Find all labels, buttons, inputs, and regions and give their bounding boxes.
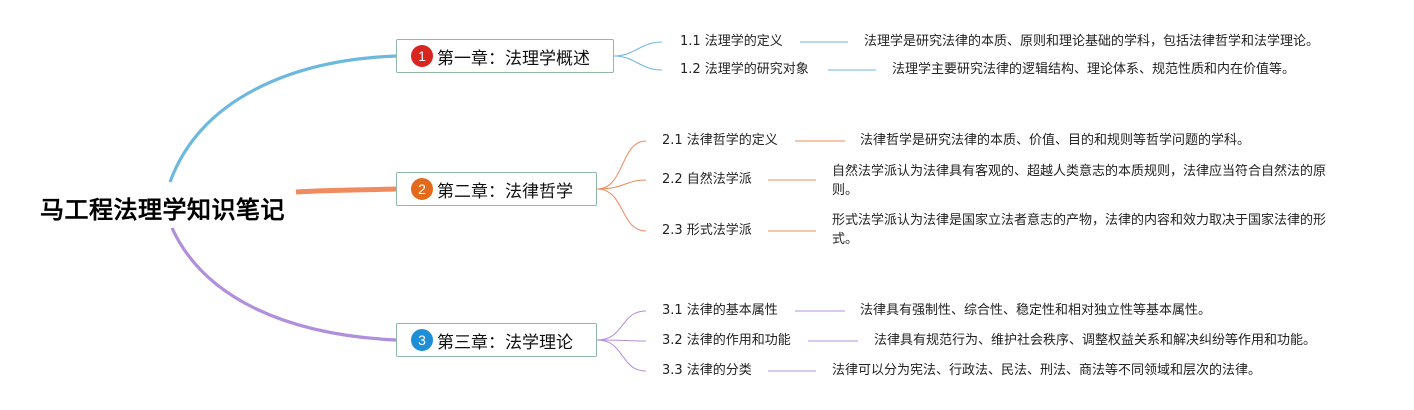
branch-root-chapter-3 <box>170 227 397 342</box>
branch-root-chapter-1 <box>168 54 397 183</box>
chapter-1-node[interactable]: 1 第一章：法理学概述 <box>396 39 614 73</box>
section-3-2[interactable]: 3.2 法律的作用和功能 <box>662 333 791 348</box>
chapter-1-title: 第一章：法理学概述 <box>437 48 590 69</box>
chapter-3-title: 第三章：法学理论 <box>437 332 573 353</box>
section-1-1-description: 法理学是研究法律的本质、原则和理论基础的学科，包括法律哲学和法学理论。 <box>864 34 1320 49</box>
chapter-2-node[interactable]: 2 第二章：法律哲学 <box>396 172 597 206</box>
fan-chapter-2-section-3 <box>596 188 647 232</box>
fan-chapter-3-section-1 <box>596 310 647 341</box>
section-2-2-description: 自然法学派认为法律具有客观的、超越人类意志的本质规则，法律应当符合自然法的原则。 <box>832 164 1327 198</box>
section-2-1-description: 法律哲学是研究法律的本质、价值、目的和规则等哲学问题的学科。 <box>860 133 1251 148</box>
root-topic[interactable]: 马工程法理学知识笔记 <box>40 196 285 224</box>
chapter-2-title: 第二章：法律哲学 <box>437 181 573 202</box>
section-1-1[interactable]: 1.1 法理学的定义 <box>680 34 783 49</box>
fan-chapter-2-section-1 <box>596 140 647 190</box>
fan-chapter-1-section-1 <box>613 41 663 57</box>
section-3-1[interactable]: 3.1 法律的基本属性 <box>662 303 778 318</box>
section-1-2-description: 法理学主要研究法律的逻辑结构、理论体系、规范性质和内在价值等。 <box>892 62 1296 77</box>
fan-chapter-2-section-2 <box>596 179 647 190</box>
section-2-1[interactable]: 2.1 法律哲学的定义 <box>662 133 778 148</box>
fan-chapter-1-section-2 <box>613 55 663 71</box>
section-3-2-description: 法律具有规范行为、维护社会秩序、调整权益关系和解决纠纷等作用和功能。 <box>874 333 1317 348</box>
number-3-icon: 3 <box>411 329 433 351</box>
branch-root-chapter-2 <box>295 186 397 195</box>
chapter-3-node[interactable]: 3 第三章：法学理论 <box>396 323 597 357</box>
section-2-3[interactable]: 2.3 形式法学派 <box>662 223 752 238</box>
fan-chapter-3-section-3 <box>596 339 647 372</box>
section-2-3-description: 形式法学派认为法律是国家立法者意志的产物，法律的内容和效力取决于国家法律的形式。 <box>832 213 1327 247</box>
number-2-icon: 2 <box>411 178 433 200</box>
section-3-3[interactable]: 3.3 法律的分类 <box>662 363 752 378</box>
number-1-icon: 1 <box>411 45 433 67</box>
fan-chapter-3-section-2 <box>596 339 647 342</box>
section-2-2[interactable]: 2.2 自然法学派 <box>662 172 752 187</box>
section-3-1-description: 法律具有强制性、综合性、稳定性和相对独立性等基本属性。 <box>860 303 1212 318</box>
section-3-3-description: 法律可以分为宪法、行政法、民法、刑法、商法等不同领域和层次的法律。 <box>832 363 1262 378</box>
section-1-2[interactable]: 1.2 法理学的研究对象 <box>680 62 809 77</box>
